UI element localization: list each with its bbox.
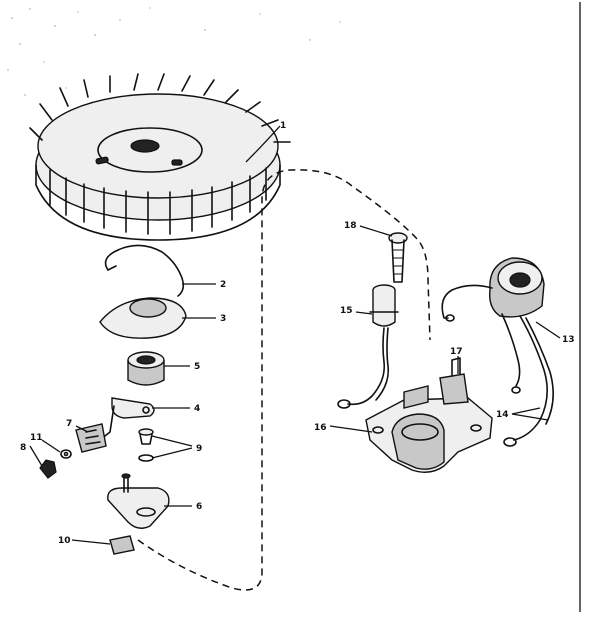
callout-10: 10: [58, 536, 71, 546]
ignition-lead: [337, 284, 399, 409]
callout-18: 18: [344, 221, 357, 231]
flywheel-fins: [29, 73, 291, 235]
callout-7: 7: [66, 419, 72, 429]
ignition-coil: [441, 257, 545, 322]
callout-4: 4: [194, 404, 200, 414]
callout-5: 5: [194, 362, 200, 372]
bushing: [127, 351, 165, 386]
points-plate: [107, 473, 170, 529]
armature-bracket: [365, 357, 493, 473]
mounting-bolt: [388, 232, 408, 283]
callout-1: 1: [280, 121, 286, 131]
coil-lead-wires: [501, 313, 554, 447]
condenser-assembly: [39, 423, 107, 479]
felt-pad: [109, 535, 135, 555]
callout-14: 14: [496, 410, 509, 420]
flywheel: [29, 73, 291, 241]
callout-9: 9: [196, 444, 202, 454]
callout-17: 17: [450, 347, 463, 357]
screw-and-washer: [138, 428, 154, 462]
spring-clip: [104, 244, 185, 297]
callout-8: 8: [20, 443, 26, 453]
callout-15: 15: [340, 306, 353, 316]
leader-lines: [29, 125, 561, 545]
scan-noise: [7, 7, 341, 96]
callout-3: 3: [220, 314, 226, 324]
callout-11: 11: [30, 433, 43, 443]
callout-13: 13: [562, 335, 575, 345]
callout-6: 6: [196, 502, 202, 512]
magnet-cover: [99, 297, 187, 339]
callout-16: 16: [314, 423, 327, 433]
callout-2: 2: [220, 280, 226, 290]
callout-labels: 1 2 3 5 4 9 6 10 7 11 8 18 15 16 17 13 1…: [20, 121, 575, 546]
assembly-grouping-outline: [137, 169, 431, 591]
